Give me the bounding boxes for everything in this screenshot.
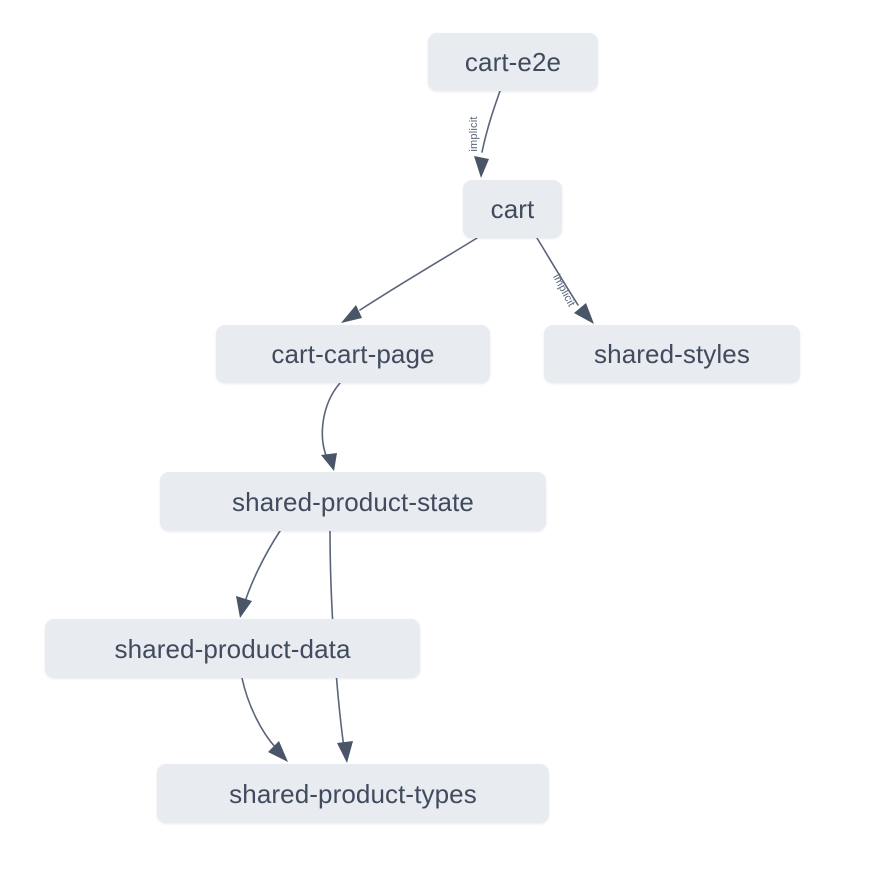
node-label: cart-cart-page xyxy=(271,339,435,369)
node-cart-cart-page[interactable]: cart-cart-page xyxy=(216,325,490,383)
node-label: shared-product-state xyxy=(232,486,474,517)
node-cart[interactable]: cart xyxy=(463,180,562,238)
node-shared-product-state[interactable]: shared-product-state xyxy=(160,472,546,531)
node-label: shared-product-data xyxy=(114,633,351,664)
node-label: shared-styles xyxy=(594,339,750,369)
node-shared-product-data[interactable]: shared-product-data xyxy=(45,619,420,678)
node-shared-product-types[interactable]: shared-product-types xyxy=(157,764,549,823)
node-label: cart-e2e xyxy=(464,47,562,77)
node-shared-styles[interactable]: shared-styles xyxy=(544,325,800,383)
node-cart-e2e[interactable]: cart-e2e xyxy=(428,33,598,91)
node-label: cart xyxy=(490,194,535,224)
node-label: shared-product-types xyxy=(229,778,477,809)
